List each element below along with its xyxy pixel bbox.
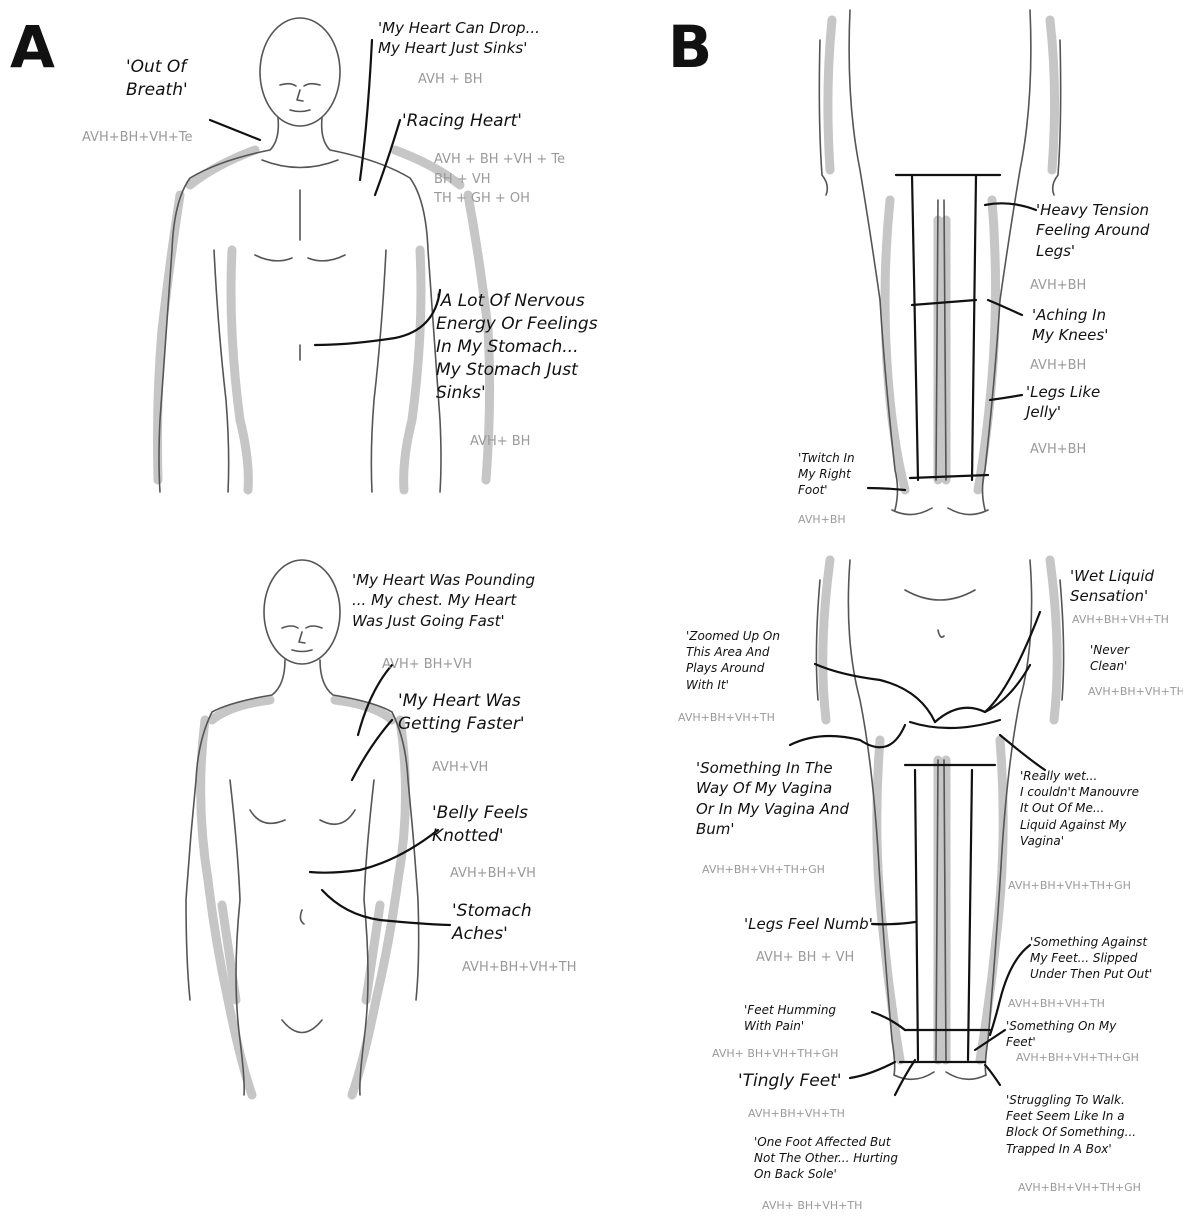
quote-heavy-tension: 'Heavy Tension Feeling Around Legs': [1036, 200, 1149, 261]
quote-something-vagina: 'Something In The Way Of My Vagina Or In…: [696, 758, 849, 839]
quote-feet-humming: 'Feet Humming With Pain': [744, 1002, 836, 1034]
codes-on-feet: AVH+BH+VH+TH+GH: [1016, 1050, 1139, 1067]
quote-racing-heart: 'Racing Heart': [402, 110, 522, 133]
codes-twitch-foot: AVH+BH: [798, 512, 846, 529]
lower-body-figure-top: [819, 10, 1060, 515]
quote-tingly-feet: 'Tingly Feet': [738, 1070, 842, 1093]
quote-nervous-energy: 'A Lot Of Nervous Energy Or Feelings In …: [436, 290, 598, 405]
quote-stomach-aches: 'Stomach Aches': [452, 900, 532, 946]
codes-something-vagina: AVH+BH+VH+TH+GH: [702, 862, 825, 879]
codes-struggling-walk: AVH+BH+VH+TH+GH: [1018, 1180, 1141, 1197]
codes-heavy-tension: AVH+BH: [1030, 276, 1086, 296]
codes-legs-jelly: AVH+BH: [1030, 440, 1086, 460]
quote-wet-liquid: 'Wet Liquid Sensation': [1070, 566, 1154, 607]
codes-belly-knotted: AVH+BH+VH: [450, 864, 536, 884]
codes-tingly-feet: AVH+BH+VH+TH: [748, 1106, 845, 1123]
quote-one-foot: 'One Foot Affected But Not The Other... …: [754, 1134, 898, 1183]
codes-really-wet: AVH+BH+VH+TH+GH: [1008, 878, 1131, 895]
codes-never-clean: AVH+BH+VH+TH: [1088, 684, 1183, 701]
codes-out-of-breath: AVH+BH+VH+Te: [82, 128, 193, 148]
codes-one-foot: AVH+ BH+VH+TH: [762, 1198, 862, 1215]
quote-heart-faster: 'My Heart Was Getting Faster': [398, 690, 525, 736]
female-torso-figure: [186, 560, 419, 1095]
quote-legs-numb: 'Legs Feel Numb': [744, 914, 873, 934]
codes-heart-faster: AVH+VH: [432, 758, 488, 778]
quote-really-wet: 'Really wet... I couldn't Manouvre It Ou…: [1020, 768, 1139, 849]
codes-against-feet: AVH+BH+VH+TH: [1008, 996, 1105, 1013]
quote-on-feet: 'Something On My Feet': [1006, 1018, 1116, 1050]
codes-heart-pounding: AVH+ BH+VH: [382, 655, 472, 675]
codes-nervous-energy: AVH+ BH: [470, 432, 530, 452]
codes-racing-heart: AVH + BH +VH + Te BH + VH TH + GH + OH: [434, 150, 565, 209]
quote-never-clean: 'Never Clean': [1090, 642, 1129, 674]
codes-wet-liquid: AVH+BH+VH+TH: [1072, 612, 1169, 629]
codes-feet-humming: AVH+ BH+VH+TH+GH: [712, 1046, 838, 1063]
codes-zoomed-up: AVH+BH+VH+TH: [678, 710, 775, 727]
codes-stomach-aches: AVH+BH+VH+TH: [462, 958, 577, 978]
quote-belly-knotted: 'Belly Feels Knotted': [432, 802, 528, 848]
quote-legs-jelly: 'Legs Like Jelly': [1026, 382, 1100, 423]
quote-against-feet: 'Something Against My Feet... Slipped Un…: [1030, 934, 1152, 983]
codes-heart-drop: AVH + BH: [418, 70, 483, 90]
quote-heart-drop: 'My Heart Can Drop... My Heart Just Sink…: [378, 18, 540, 59]
quote-out-of-breath: 'Out Of Breath': [126, 56, 188, 102]
quote-twitch-foot: 'Twitch In My Right Foot': [798, 450, 855, 499]
quote-zoomed-up: 'Zoomed Up On This Area And Plays Around…: [686, 628, 780, 693]
codes-legs-numb: AVH+ BH + VH: [756, 948, 854, 968]
quote-struggling-walk: 'Struggling To Walk. Feet Seem Like In a…: [1006, 1092, 1136, 1157]
codes-aching-knees: AVH+BH: [1030, 356, 1086, 376]
quote-aching-knees: 'Aching In My Knees': [1032, 305, 1108, 346]
quote-heart-pounding: 'My Heart Was Pounding ... My chest. My …: [352, 570, 535, 631]
